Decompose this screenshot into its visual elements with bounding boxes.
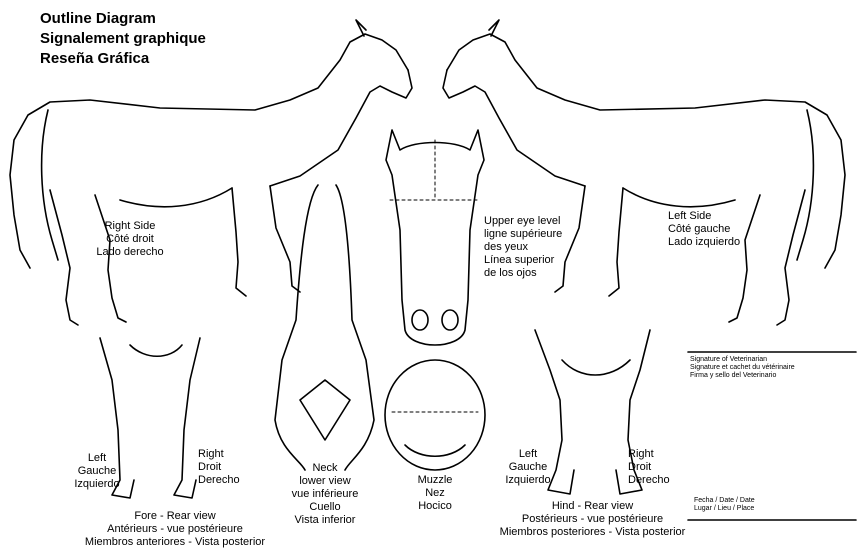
fore-caption-es: Miembros anteriores - Vista posterior [60,536,290,549]
hind-caption: Hind - Rear view Postérieurs - vue posté… [470,500,715,539]
eye-level-es-1: Línea superior [484,254,562,267]
left-side-fr: Côté gauche [668,223,768,236]
neck-title: Neck [270,462,380,475]
eye-level-fr-1: ligne supérieure [484,228,562,241]
hind-left-label: Left Gauche Izquierdo [498,448,558,487]
fore-right-es: Derecho [198,474,258,487]
left-side-es: Lado izquierdo [668,236,768,249]
hind-left-en: Left [498,448,558,461]
signature-line-fr: Signature et cachet du vétérinaire [690,364,795,372]
fore-right-fr: Droit [198,461,258,474]
neck-fr: vue inférieure [270,488,380,501]
hind-caption-es: Miembros posteriores - Vista posterior [470,526,715,539]
hind-left-es: Izquierdo [498,474,558,487]
neck-lower-view-outline [275,185,374,470]
hind-right-es: Derecho [628,474,688,487]
hind-right-en: Right [628,448,688,461]
fore-right-label: Right Droit Derecho [198,448,258,487]
muzzle-outline [385,360,485,470]
head-front-outline [386,130,484,345]
hind-right-fr: Droit [628,461,688,474]
title-fr: Signalement graphique [40,30,206,47]
hind-right-label: Right Droit Derecho [628,448,688,487]
fore-right-en: Right [198,448,258,461]
neck-en: lower view [270,475,380,488]
muzzle-en: Muzzle [405,474,465,487]
fore-caption-en: Fore - Rear view [60,510,290,523]
title-es: Reseña Gráfica [40,50,149,67]
right-side-label: Right Side Côté droit Lado derecho [80,220,180,259]
fore-left-es: Izquierdo [62,478,132,491]
fore-caption: Fore - Rear view Antérieurs - vue postér… [60,510,290,549]
muzzle-fr: Nez [405,487,465,500]
signature-line-es: Firma y sello del Veterinario [690,372,795,380]
hind-caption-fr: Postérieurs - vue postérieure [470,513,715,526]
eye-level-en: Upper eye level [484,215,562,228]
fore-left-en: Left [62,452,132,465]
eye-level-es-2: de los ojos [484,267,562,280]
signature-box: Signature of Veterinarian Signature et c… [690,356,795,380]
muzzle-label: Muzzle Nez Hocico [405,474,465,513]
left-side-label: Left Side Côté gauche Lado izquierdo [668,210,768,249]
signature-line-en: Signature of Veterinarian [690,356,795,364]
left-side-en: Left Side [668,210,768,223]
muzzle-es: Hocico [405,500,465,513]
hind-left-fr: Gauche [498,461,558,474]
fore-left-fr: Gauche [62,465,132,478]
right-side-fr: Côté droit [80,233,180,246]
hind-caption-en: Hind - Rear view [470,500,715,513]
fore-caption-fr: Antérieurs - vue postérieure [60,523,290,536]
place-line: Lugar / Lieu / Place [694,505,755,513]
eye-level-fr-2: des yeux [484,241,562,254]
date-box: Fecha / Date / Date Lugar / Lieu / Place [694,497,755,513]
date-line: Fecha / Date / Date [694,497,755,505]
eye-level-label: Upper eye level ligne supérieure des yeu… [484,215,562,280]
fore-left-label: Left Gauche Izquierdo [62,452,132,491]
right-side-es: Lado derecho [80,246,180,259]
right-side-en: Right Side [80,220,180,233]
title-en: Outline Diagram [40,10,156,27]
